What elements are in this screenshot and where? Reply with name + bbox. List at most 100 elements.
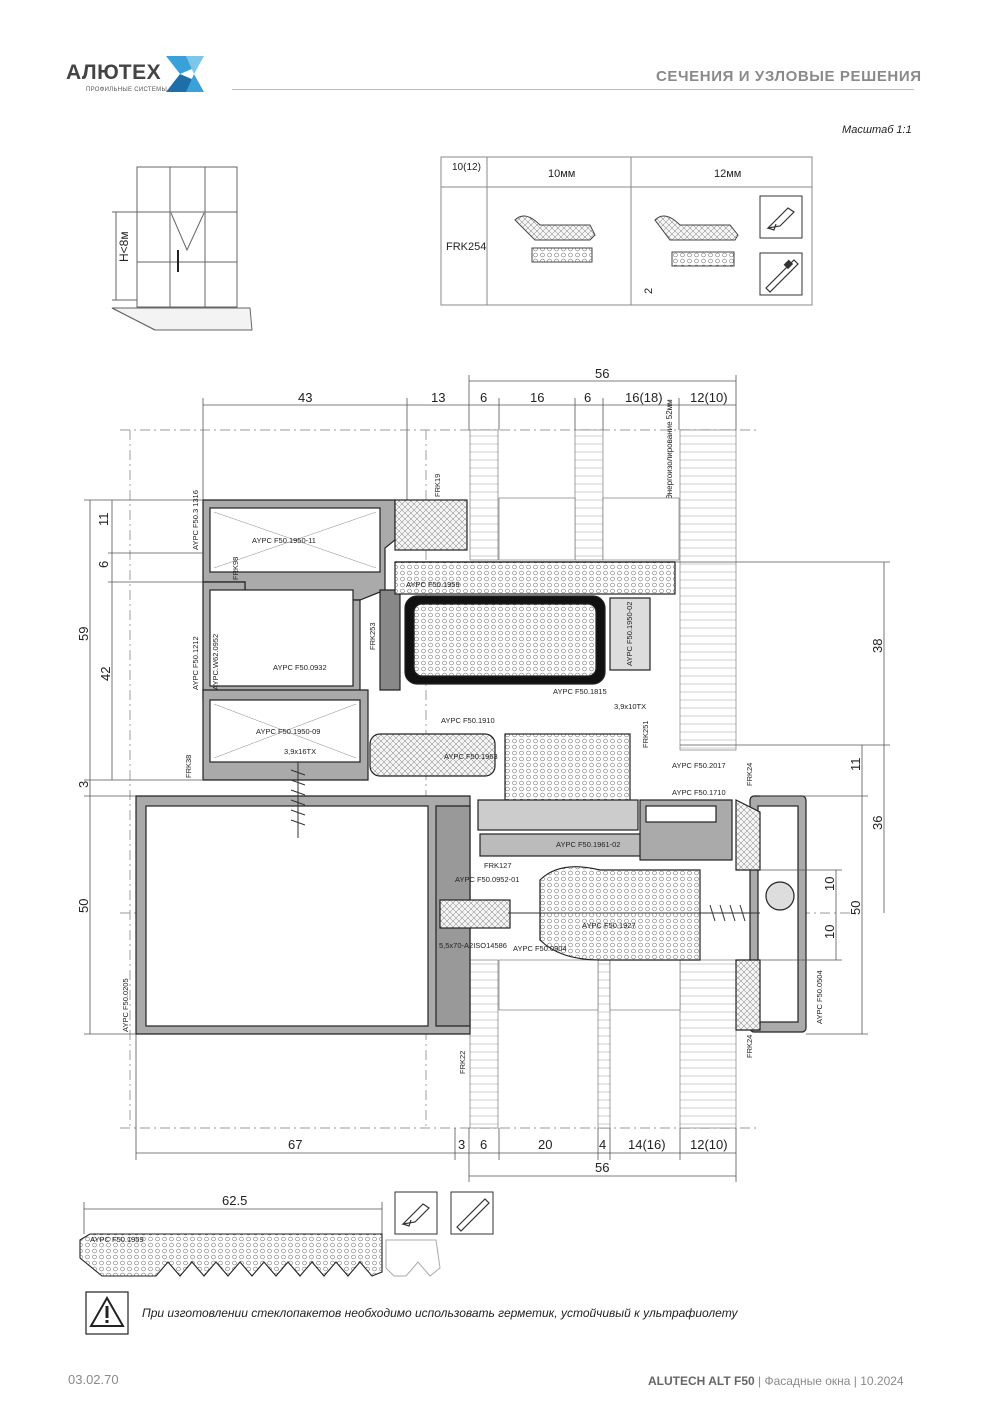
label-p1961-02: AYPC F50.1961-02	[556, 840, 620, 849]
label-p1815: AYPC F50.1815	[553, 687, 607, 696]
left-dim-50: 50	[76, 899, 91, 913]
footer-rest: | Фасадные окна | 10.2024	[758, 1374, 904, 1388]
seal-table-corner: 10(12)	[452, 162, 481, 173]
left-dim-42: 42	[98, 667, 113, 681]
top-dim-6: 16(18)	[625, 390, 663, 405]
elevation-sketch	[111, 166, 253, 331]
label-p1950-02: AYPC F50.1950-02	[625, 602, 634, 666]
hand-icon-2	[401, 1203, 430, 1227]
bottom-profile-dim: 62.5	[222, 1193, 247, 1208]
bottom-dim-7: 12(10)	[690, 1137, 728, 1152]
glass-panes	[469, 429, 737, 1129]
top-dim-1: 43	[298, 390, 312, 405]
label-p1710: AYPC F50.1710	[672, 788, 726, 797]
seal-table-offset: 2	[643, 288, 655, 294]
right-dim-36: 36	[870, 816, 885, 830]
top-dim-2: 13	[431, 390, 445, 405]
top-dim-3: 6	[480, 390, 487, 405]
label-p2017: AYPC F50.2017	[672, 761, 726, 770]
bottom-profile-label: AYPC F50.1959	[90, 1235, 144, 1244]
page-header-title: СЕЧЕНИЯ И УЗЛОВЫЕ РЕШЕНИЯ	[656, 68, 922, 85]
left-dim-6: 6	[96, 561, 111, 568]
bottom-dim-2: 3	[458, 1137, 465, 1152]
brand-logo: АЛЮТЕХ ПРОФИЛЬНЫЕ СИСТЕМЫ	[66, 56, 216, 98]
label-frk127: FRK127	[484, 861, 512, 870]
label-frk251: FRK251	[641, 720, 650, 748]
seal-table	[440, 156, 813, 306]
screw-icon	[290, 762, 306, 838]
bottom-total-dim: 56	[595, 1160, 609, 1175]
label-frk98: FRK98	[231, 557, 240, 580]
bottom-dim-4: 20	[538, 1137, 552, 1152]
left-dim-3: 3	[76, 781, 91, 788]
footer-product: ALUTECH ALT F50	[648, 1374, 755, 1388]
label-p0932: AYPC F50.0932	[273, 663, 327, 672]
bottom-dimension-lines	[135, 1034, 737, 1182]
bottom-dim-3: 6	[480, 1137, 487, 1152]
right-dim-10a: 10	[822, 877, 837, 891]
top-dim-5: 6	[584, 390, 591, 405]
label-frk253: FRK253	[368, 622, 377, 650]
label-p1927: AYPC F50.1927	[582, 921, 636, 930]
bottom-dim-6: 14(16)	[628, 1137, 666, 1152]
top-dim-7: 12(10)	[690, 390, 728, 405]
header-rule	[232, 89, 914, 90]
label-p1959: AYPC F50.1959	[406, 580, 460, 589]
cutter-knife-icon-2	[456, 1198, 490, 1232]
brand-tagline: ПРОФИЛЬНЫЕ СИСТЕМЫ	[86, 87, 168, 93]
sash-profile	[202, 499, 401, 781]
part-labels: AYPC F50.3 1316 AYPC F50.1950-11 FRK98 F…	[121, 474, 824, 1074]
scale-label: Масштаб 1:1	[842, 124, 912, 136]
seal-table-row: FRK254	[446, 241, 486, 253]
label-p1910: AYPC F50.1910	[441, 716, 495, 725]
seal-table-col-a: 10мм	[548, 168, 575, 180]
bottom-dim-5: 4	[599, 1137, 606, 1152]
left-dimension-lines	[84, 499, 203, 1035]
screw-horizontal-icon	[508, 904, 760, 922]
label-screw39x16: 3,9х16ТХ	[284, 747, 316, 756]
seal-table-col-b: 12мм	[714, 168, 741, 180]
warning-text: При изготовлении стеклопакетов необходим…	[142, 1306, 738, 1320]
label-p1316: AYPC F50.3 1316	[191, 490, 200, 550]
label-frk24b: FRK24	[745, 1035, 754, 1058]
brand-mark-icon	[166, 56, 204, 92]
label-screw39x10: 3,9х10ТХ	[614, 702, 646, 711]
glass-note: Энергоизолирование 52мм	[665, 399, 674, 500]
right-dim-38: 38	[870, 639, 885, 653]
label-p0504: AYPC F50.0504	[815, 970, 824, 1024]
top-dimension-lines	[202, 375, 737, 500]
bottom-dim-1: 67	[288, 1137, 302, 1152]
thermal-break	[369, 499, 676, 830]
hand-icon	[766, 207, 795, 231]
label-p1950-09: AYPC F50.1950-09	[256, 727, 320, 736]
right-dimension-lines	[675, 561, 890, 1035]
warning-box	[85, 1291, 129, 1335]
label-frk19: FRK19	[433, 474, 442, 497]
label-frk24a: FRK24	[745, 763, 754, 786]
right-dim-11: 11	[848, 758, 863, 772]
left-dim-59: 59	[76, 627, 91, 641]
brand-name: АЛЮТЕХ	[66, 61, 162, 84]
left-dim-11: 11	[96, 513, 111, 527]
height-label: H<8м	[117, 231, 131, 262]
right-dim-50: 50	[848, 901, 863, 915]
label-p0952-01: AYPC F50.0952-01	[455, 875, 519, 884]
top-total-dim: 56	[595, 366, 609, 381]
label-p1963: AYPC F50.1963	[444, 752, 498, 761]
page-number: 03.02.70	[68, 1372, 119, 1387]
label-p1212: AYPC F50.1212	[191, 636, 200, 690]
label-p0904: AYPC F50.0904	[513, 944, 567, 953]
label-screw55: 5,5х70-A2ISO14586	[439, 941, 507, 950]
label-pw62: AYPC.W62.0952	[211, 634, 220, 690]
cutter-knife-icon	[765, 259, 799, 293]
footer-info: ALUTECH ALT F50 | Фасадные окна | 10.202…	[648, 1374, 904, 1388]
top-dim-4: 16	[530, 390, 544, 405]
frame-profile	[135, 795, 807, 1035]
profile-cross-marks	[213, 511, 377, 759]
right-dim-10b: 10	[822, 925, 837, 939]
label-frk38: FRK38	[184, 755, 193, 778]
label-frk22: FRK22	[458, 1051, 467, 1074]
label-p0205: AYPC F50.0205	[121, 978, 130, 1032]
bottom-profile-detail	[79, 1191, 494, 1277]
